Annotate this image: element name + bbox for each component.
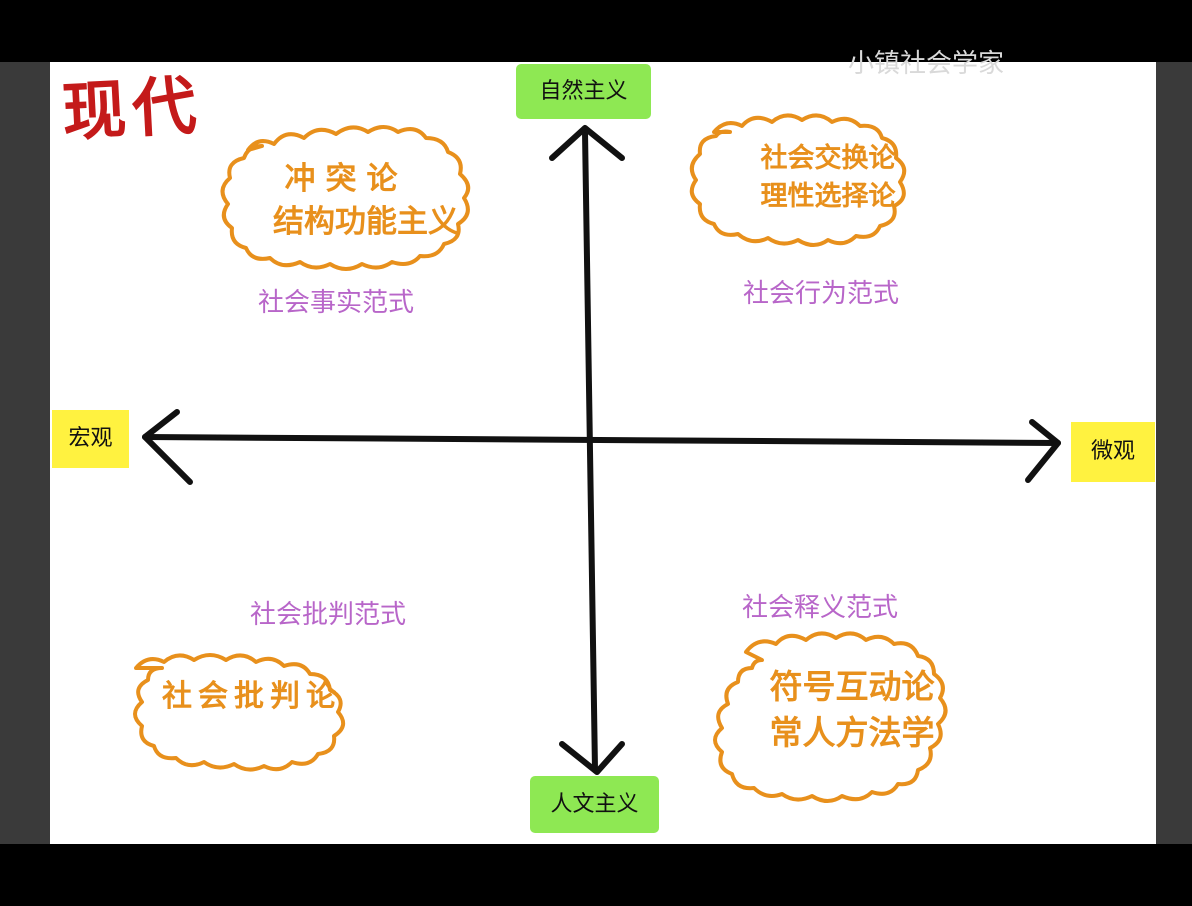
- axis-label-bottom-text: 人文主义: [550, 791, 639, 817]
- horizontal-axis-line: [142, 434, 1061, 446]
- paradigm-top-right: 社会行为范式: [743, 279, 900, 309]
- axis-label-left: 宏观: [52, 410, 129, 468]
- axis-label-left-text: 宏观: [68, 426, 113, 451]
- theory-conflict: 冲突论: [284, 161, 408, 197]
- axis-label-top-text: 自然主义: [539, 78, 628, 104]
- axis-label-top: 自然主义: [516, 64, 651, 119]
- arrowhead-up: [549, 125, 625, 161]
- letterbox-left: [0, 62, 50, 844]
- cloud-outline-top-right: [689, 113, 907, 247]
- cloud-outline-top-left: [220, 125, 471, 271]
- theory-ethnomethodology: 常人方法学: [769, 713, 935, 753]
- cloud-top-left: 冲突论 结构功能主义: [258, 158, 474, 245]
- cloud-outline-bottom-left: [133, 653, 346, 772]
- axis-label-right-text: 微观: [1090, 439, 1135, 464]
- cloud-bottom-left: 社会批判论: [142, 676, 362, 718]
- paradigm-top-left: 社会事实范式: [258, 288, 415, 318]
- cloud-top-right: 社会交换论 理性选择论: [728, 140, 928, 216]
- slide-title: 现代: [60, 69, 205, 151]
- theory-rational-choice: 理性选择论: [760, 180, 896, 212]
- arrowhead-right: [1025, 419, 1061, 483]
- axis-label-right: 微观: [1071, 422, 1155, 482]
- whiteboard-canvas: [50, 62, 1156, 844]
- watermark-channel: 小镇社会学家: [848, 49, 1005, 79]
- cloud-bottom-right: 符号互动论 常人方法学: [752, 664, 952, 756]
- theory-symbolic-interactionism: 符号互动论: [769, 667, 935, 706]
- theory-social-exchange: 社会交换论: [760, 143, 896, 174]
- paradigm-bottom-left: 社会批判范式: [250, 600, 407, 630]
- arrowhead-left: [142, 409, 193, 485]
- vertical-axis-line: [582, 129, 598, 773]
- video-watermark: 小镇社会学家: [848, 42, 1012, 81]
- letterbox-right: [1156, 62, 1192, 844]
- paradigm-bottom-right: 社会释义范式: [742, 593, 899, 623]
- theory-social-critique: 社会批判论: [162, 679, 342, 714]
- theory-structural-functionalism: 结构功能主义: [273, 204, 459, 241]
- arrowhead-down: [559, 741, 625, 775]
- axis-label-bottom: 人文主义: [530, 776, 659, 833]
- cloud-outline-bottom-right: [713, 631, 948, 803]
